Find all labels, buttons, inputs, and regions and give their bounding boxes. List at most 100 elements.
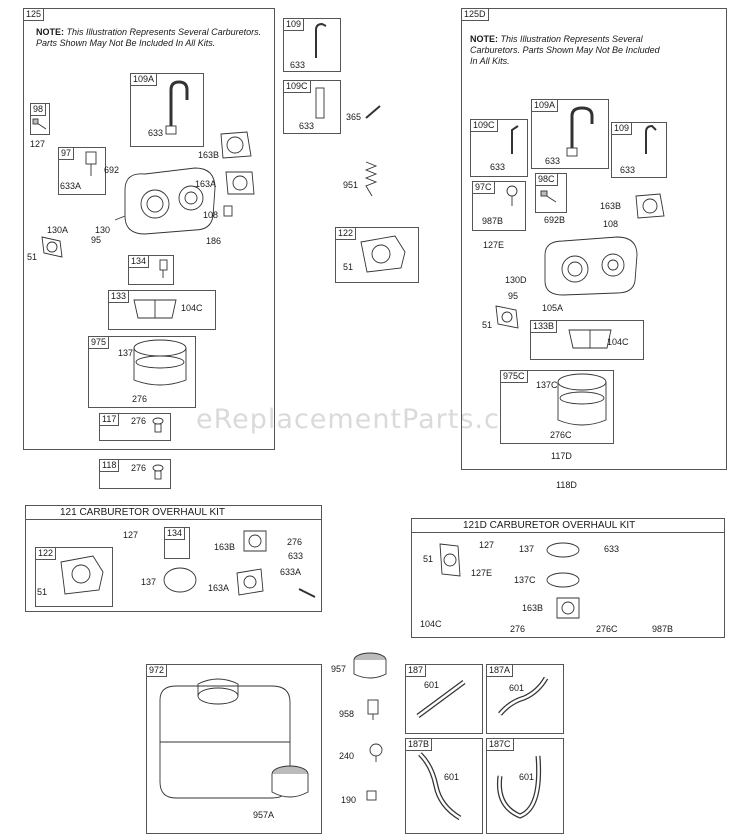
part-109a-tag: 109A	[130, 73, 158, 86]
label-d108: 108	[603, 219, 619, 229]
float-bowl-d-icon	[557, 373, 607, 426]
fuel-line-187a-icon	[498, 676, 549, 716]
kit-ring-icon	[163, 567, 197, 593]
fuel-tank-icon	[159, 678, 291, 799]
label-d117d: 117D	[551, 451, 572, 461]
label-951: 951	[343, 180, 359, 190]
part-187b-tag: 187B	[405, 738, 433, 751]
screw-365-icon	[365, 105, 381, 119]
label-k137: 137	[141, 577, 157, 587]
label-d987b: 987B	[482, 216, 504, 226]
part-98c-tag: 98C	[535, 173, 558, 186]
fuel-line-187c-icon	[496, 755, 542, 819]
label-kd276c: 276C	[596, 624, 618, 634]
label-k127: 127	[123, 530, 139, 540]
label-f601a: 601	[424, 680, 440, 690]
label-95: 95	[91, 235, 102, 245]
label-276: 276	[132, 394, 148, 404]
label-d118d: 118D	[556, 480, 577, 490]
kit-134-box: 134	[164, 527, 190, 559]
label-d163b: 163B	[600, 201, 622, 211]
part-109-box: 109	[283, 18, 341, 72]
label-137: 137	[118, 348, 134, 358]
bowl-nut-icon	[152, 464, 164, 480]
kit-gasket-a-icon	[236, 568, 264, 596]
part-118-tag: 118	[99, 459, 120, 472]
part-133b-tag: 133B	[530, 320, 558, 333]
label-d633c: 633	[620, 165, 636, 175]
screw-icon	[32, 118, 47, 130]
label-f601d: 601	[519, 772, 535, 782]
part-187a-tag: 187A	[486, 664, 514, 677]
label-k163a: 163A	[208, 583, 230, 593]
note-label: NOTE:	[36, 27, 64, 37]
label-kd987b: 987B	[652, 624, 674, 634]
label-f958: 958	[339, 709, 355, 719]
kit-gasket-b-icon	[243, 530, 267, 552]
tube-c-icon	[315, 87, 325, 119]
part-187-box: 187	[405, 664, 483, 734]
label-51: 51	[27, 252, 38, 262]
label-d130d: 130D	[505, 275, 527, 285]
label-104c: 104C	[181, 303, 203, 313]
part-109a-box: 109A	[130, 73, 204, 147]
assembly-125-frame: 125	[23, 8, 275, 450]
part-975c-tag: 975C	[500, 370, 528, 383]
kit-121-frame	[25, 505, 322, 612]
kit-121d-title-rule	[411, 532, 724, 533]
label-130a: 130A	[47, 225, 69, 235]
label-d692b: 692B	[544, 215, 566, 225]
part-97-box: 97	[58, 147, 106, 195]
fuel-cap-icon	[271, 765, 309, 798]
part-109c-d-box: 109C	[470, 119, 528, 177]
label-kd163b: 163B	[522, 603, 544, 613]
assembly-125-note: NOTE: This Illustration Represents Sever…	[36, 27, 266, 49]
part-97c-box: 97C	[472, 181, 526, 231]
label-365: 365	[346, 112, 362, 122]
part-97c-tag: 97C	[472, 181, 495, 194]
tube-icon	[315, 22, 327, 58]
carburetor-body-icon	[114, 167, 216, 235]
part-187-tag: 187	[405, 664, 427, 677]
label-d95: 95	[508, 291, 519, 301]
note-d-text: This Illustration Represents Several Car…	[470, 34, 660, 66]
label-276c: 276	[131, 463, 147, 473]
label-kd633: 633	[604, 544, 620, 554]
label-d104c: 104C	[607, 337, 629, 347]
label-633: 633	[148, 128, 164, 138]
label-kd104c: 104C	[420, 619, 442, 629]
label-kd127e: 127E	[471, 568, 493, 578]
part-109-d-box: 109	[611, 122, 667, 178]
intake-gasket-icon	[41, 236, 63, 258]
part-975-box: 975	[88, 336, 196, 408]
assembly-125-tag: 125	[23, 8, 45, 21]
float-bowl-icon	[133, 339, 187, 386]
part-98-tag: 98	[30, 103, 47, 116]
note-text: This Illustration Represents Several Car…	[36, 27, 262, 48]
part-117-tag: 117	[99, 413, 120, 426]
pickup-d-icon	[566, 106, 594, 157]
assembly-125d-tag: 125D	[461, 8, 489, 21]
valve-958-icon	[367, 699, 379, 720]
fitting-190-icon	[366, 790, 377, 801]
needle-icon	[159, 259, 168, 278]
part-98-box: 98	[30, 103, 50, 135]
part-122-tag: 122	[335, 227, 357, 240]
kit-121d-frame	[411, 518, 725, 638]
part-187b-box: 187B	[405, 738, 483, 834]
label-kd51: 51	[423, 554, 434, 564]
label-k633: 633	[288, 551, 304, 561]
intake-d-icon	[495, 305, 519, 329]
label-d276c: 276C	[550, 430, 572, 440]
tube-d-icon	[511, 125, 519, 154]
part-109c-d-tag: 109C	[470, 119, 498, 132]
tube-d2-icon	[645, 124, 657, 154]
gasket-d-icon	[635, 193, 665, 219]
fuel-line-187b-icon	[418, 752, 462, 821]
label-186: 186	[206, 236, 222, 246]
screw-d-icon	[540, 190, 557, 203]
fuel-pickup-icon	[165, 80, 189, 135]
spring-951-icon	[364, 161, 378, 197]
part-975c-box: 975C	[500, 370, 614, 444]
part-972-tag: 972	[146, 664, 168, 677]
